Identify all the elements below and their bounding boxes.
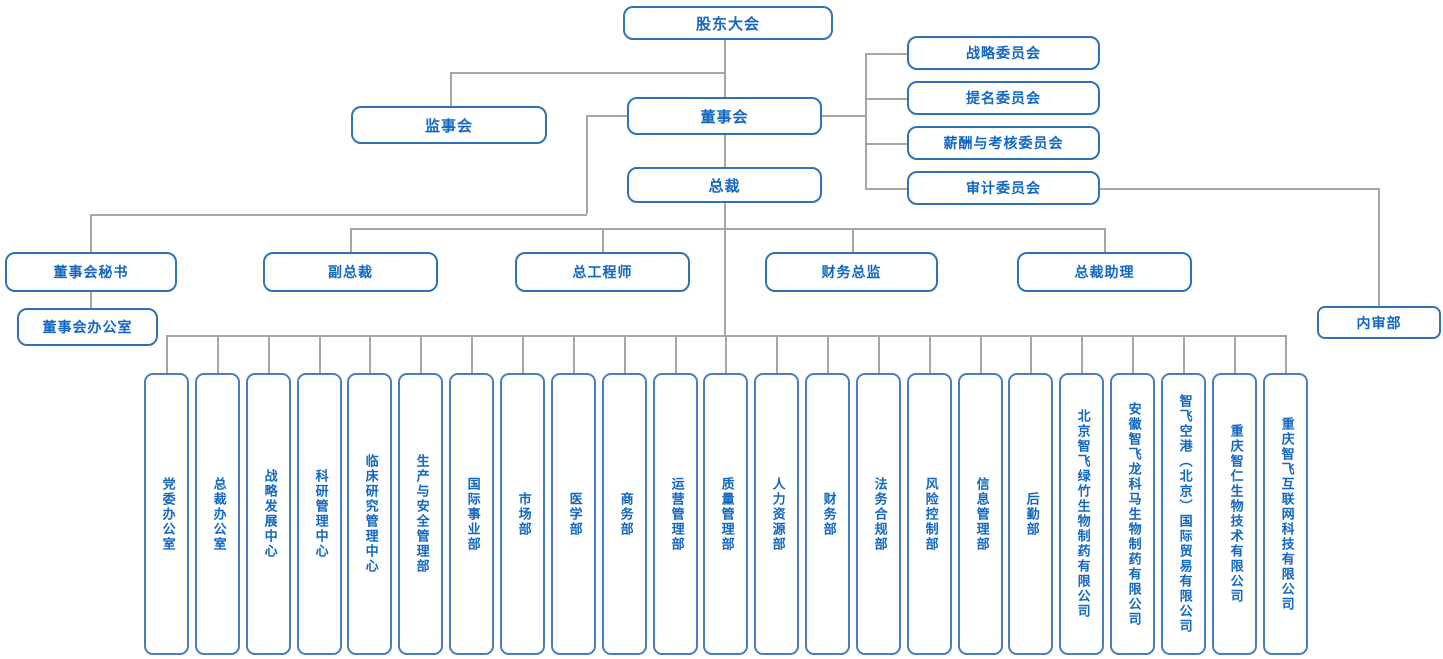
connector-line [166, 335, 168, 373]
org-node-shareholders-meeting: 股东大会 [623, 6, 833, 40]
connector-line [217, 335, 219, 373]
connector-line [865, 98, 907, 100]
connector-line [522, 335, 524, 373]
connector-line [1104, 228, 1106, 252]
org-node-remuneration-appraisal-committee: 薪酬与考核委员会 [907, 126, 1100, 160]
connector-line [725, 335, 727, 373]
dept-box-operations-management: 运营管理部 [653, 373, 698, 655]
connector-line [624, 335, 626, 373]
connector-line [420, 335, 422, 373]
connector-line [90, 214, 92, 252]
dept-box-zhifei-airport-beijing-trade: 智飞空港（北京）国际贸易有限公司 [1161, 373, 1206, 655]
dept-box-president-office: 总裁办公室 [195, 373, 240, 655]
connector-line [724, 40, 726, 97]
connector-line [1030, 335, 1032, 373]
connector-line [1081, 335, 1083, 373]
dept-box-party-committee-office: 党委办公室 [144, 373, 189, 655]
dept-box-legal-compliance: 法务合规部 [856, 373, 901, 655]
dept-box-anhui-zhifei-longcom: 安徽智飞龙科马生物制药有限公司 [1110, 373, 1155, 655]
connector-line [268, 335, 270, 373]
connector-line [865, 53, 907, 55]
dept-box-commerce: 商务部 [602, 373, 647, 655]
connector-line [586, 115, 628, 117]
dept-box-strategic-development-center: 战略发展中心 [246, 373, 291, 655]
connector-line [1285, 335, 1287, 373]
connector-line [1183, 335, 1185, 373]
connector-line [1132, 335, 1134, 373]
connector-line [675, 335, 677, 373]
connector-line [724, 135, 726, 167]
dept-box-marketing: 市场部 [500, 373, 545, 655]
connector-line [350, 228, 1105, 230]
dept-box-chongqing-zhiren-biotech: 重庆智仁生物技术有限公司 [1212, 373, 1257, 655]
dept-box-information-management: 信息管理部 [958, 373, 1003, 655]
dept-box-production-safety-management: 生产与安全管理部 [398, 373, 443, 655]
connector-line [602, 228, 604, 252]
connector-line [865, 53, 867, 188]
dept-box-finance: 财务部 [805, 373, 850, 655]
dept-box-international-business: 国际事业部 [449, 373, 494, 655]
connector-line [450, 72, 725, 74]
dept-box-chongqing-zhifei-internet: 重庆智飞互联网科技有限公司 [1263, 373, 1308, 655]
connector-line [1100, 188, 1379, 190]
connector-line [369, 335, 371, 373]
connector-line [929, 335, 931, 373]
connector-line [319, 335, 321, 373]
connector-line [573, 335, 575, 373]
org-node-nomination-committee: 提名委员会 [907, 81, 1100, 115]
connector-line [586, 115, 588, 214]
connector-line [724, 203, 726, 335]
org-node-supervisory-board: 监事会 [351, 106, 547, 144]
org-node-board-of-directors: 董事会 [627, 97, 822, 135]
connector-line [827, 335, 829, 373]
connector-line [350, 228, 352, 252]
connector-line [865, 188, 907, 190]
dept-box-quality-management: 质量管理部 [703, 373, 748, 655]
org-node-audit-committee: 审计委员会 [907, 171, 1100, 205]
connector-line [90, 292, 92, 308]
connector-line [852, 228, 854, 252]
dept-box-medical: 医学部 [551, 373, 596, 655]
org-node-internal-audit-dept: 内审部 [1317, 306, 1441, 339]
dept-box-beijing-zhifei-lvzhu: 北京智飞绿竹生物制药有限公司 [1059, 373, 1104, 655]
connector-line [865, 143, 907, 145]
org-node-chief-engineer: 总工程师 [515, 252, 690, 292]
connector-line [90, 214, 587, 216]
dept-box-risk-control: 风险控制部 [907, 373, 952, 655]
org-node-board-office: 董事会办公室 [17, 308, 158, 346]
connector-line [1378, 188, 1380, 306]
org-node-strategy-committee: 战略委员会 [907, 36, 1100, 70]
org-node-president: 总裁 [627, 167, 822, 203]
dept-box-human-resources: 人力资源部 [754, 373, 799, 655]
dept-box-logistics: 后勤部 [1008, 373, 1053, 655]
org-node-cfo: 财务总监 [765, 252, 938, 292]
connector-line [776, 335, 778, 373]
org-node-vice-president: 副总裁 [263, 252, 438, 292]
connector-line [980, 335, 982, 373]
org-node-president-assistant: 总裁助理 [1017, 252, 1192, 292]
connector-line [820, 115, 865, 117]
org-node-board-secretary: 董事会秘书 [5, 252, 177, 292]
dept-box-clinical-research-management-center: 临床研究管理中心 [347, 373, 392, 655]
dept-box-research-management-center: 科研管理中心 [297, 373, 342, 655]
connector-line [878, 335, 880, 373]
connector-line [450, 72, 452, 106]
connector-line [471, 335, 473, 373]
connector-line [1234, 335, 1236, 373]
